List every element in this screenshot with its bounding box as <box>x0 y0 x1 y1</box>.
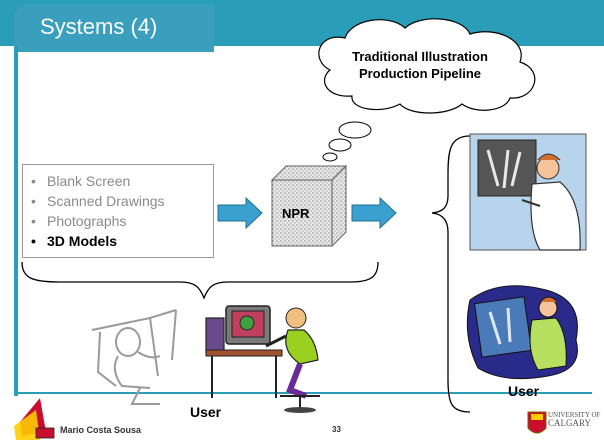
left-rule <box>14 46 18 396</box>
user-label-right: User <box>508 383 540 399</box>
input-item-3d-models: • 3D Models <box>31 231 213 251</box>
thought-bubble-2 <box>328 138 352 152</box>
pipeline-caption: Traditional Illustration Production Pipe… <box>322 48 518 82</box>
computer-user-clipart <box>205 305 320 413</box>
illustrator-clipart <box>91 309 177 405</box>
sfu-logo <box>14 398 55 440</box>
university-line-1: UNIVERSITY OF <box>548 411 601 419</box>
calgary-crest <box>527 411 547 434</box>
input-item-label: Photographs <box>47 213 127 229</box>
input-item-label: Blank Screen <box>47 173 131 189</box>
user-label-left: User <box>190 404 222 420</box>
input-item-photographs: • Photographs <box>31 211 213 231</box>
input-item-blank-screen: • Blank Screen <box>31 171 213 191</box>
arrow-input-to-npr <box>217 196 263 230</box>
page-number: 33 <box>332 425 341 434</box>
npr-box <box>270 164 348 248</box>
input-item-scanned-drawings: • Scanned Drawings <box>31 191 213 211</box>
doctor-xray-clipart <box>469 133 587 251</box>
thought-bubble-3 <box>322 152 338 162</box>
bullet-1: • <box>31 173 36 189</box>
output-group-brace <box>431 135 471 413</box>
title-tab <box>14 4 214 52</box>
input-item-label: 3D Models <box>47 233 118 249</box>
thought-bubble-1 <box>338 121 372 139</box>
thought-cloud <box>318 18 536 162</box>
university-wordmark: UNIVERSITY OF CALGARY <box>548 411 601 428</box>
npr-label: NPR <box>282 206 310 221</box>
slide-title: Systems (4) <box>40 14 158 39</box>
input-group-brace <box>21 261 379 300</box>
bullet-3: • <box>31 213 36 229</box>
author-footer: Mario Costa Sousa <box>60 425 142 435</box>
university-line-2: CALGARY <box>548 418 592 428</box>
arrow-npr-to-output <box>351 196 397 230</box>
pipeline-caption-line-2: Production Pipeline <box>358 66 482 81</box>
input-sources-box: • Blank Screen • Scanned Drawings • Photogr… <box>22 164 214 258</box>
xray-technician-clipart <box>466 285 578 380</box>
pipeline-caption-line-1: Traditional Illustration <box>352 49 488 64</box>
input-item-label: Scanned Drawings <box>47 193 165 209</box>
bullet-2: • <box>31 193 36 209</box>
input-sources-list: • Blank Screen • Scanned Drawings • Photogr… <box>23 165 213 251</box>
bullet-4: • <box>31 233 36 249</box>
